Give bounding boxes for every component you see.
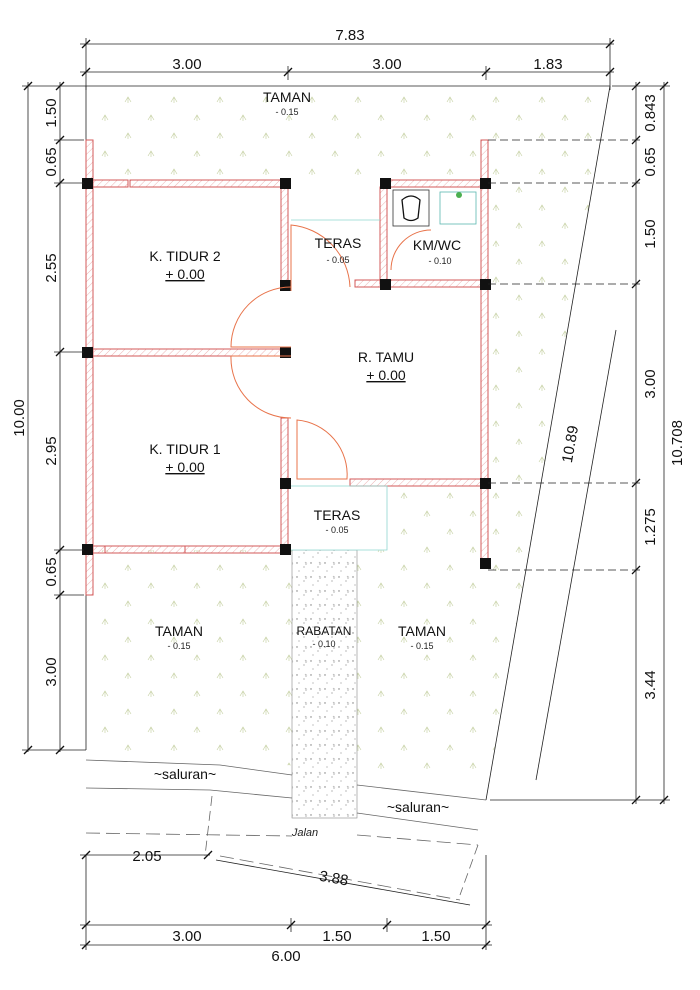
label-jalan: Jalan	[291, 827, 318, 839]
label-kmwc: KM/WC	[413, 237, 461, 253]
label-taman-right: TAMAN	[398, 623, 446, 639]
label-tamu: R. TAMU	[358, 349, 414, 365]
toilet-icon	[401, 195, 421, 222]
door-wc	[390, 229, 432, 271]
dim-right-d: 3.00	[642, 369, 659, 398]
dim-top-c: 1.83	[533, 56, 562, 73]
level-taman-top: - 0.15	[275, 107, 298, 117]
doors	[230, 224, 432, 480]
wall-wc-top	[386, 179, 482, 188]
wall-wc-left	[379, 186, 388, 285]
dim-diagonal: 10.89	[559, 424, 582, 464]
door-teras-top	[290, 224, 351, 291]
door-tidur1	[230, 355, 292, 419]
level-teras-bottom: - 0.05	[325, 525, 348, 535]
dim-left-b: 0.65	[43, 147, 60, 176]
dim-top-total: 7.83	[335, 27, 364, 44]
dimension-ticks	[23, 39, 669, 950]
wall-bottom-b	[184, 545, 286, 554]
dim-left-e: 0.65	[43, 557, 60, 586]
dim-bottom-c: 1.50	[421, 928, 450, 945]
dim-right-total: 10.708	[669, 420, 686, 466]
wc-fixtures	[392, 189, 477, 227]
dim-bottom-total: 6.00	[271, 948, 300, 965]
dim-road-diagonal: 3.88	[318, 868, 350, 890]
dim-road-left: 2.05	[132, 848, 161, 865]
dim-top-b: 3.00	[372, 56, 401, 73]
dimension-texts: 7.83 3.00 3.00 1.83 10.00 1.50 0.65 2.55…	[11, 27, 686, 965]
room-labels: TAMAN - 0.15 K. TIDUR 2 + 0.00 TERAS - 0…	[149, 89, 461, 839]
level-tidur2: + 0.00	[165, 266, 205, 282]
dim-right-e: 1.275	[642, 508, 659, 546]
columns	[82, 178, 491, 569]
dim-bottom-b: 1.50	[322, 928, 351, 945]
wall-right	[480, 139, 489, 566]
dim-bottom-a: 3.00	[172, 928, 201, 945]
label-taman-top: TAMAN	[263, 89, 311, 105]
road-lines	[85, 759, 487, 901]
level-kmwc: - 0.10	[428, 256, 451, 266]
wall-top-left	[92, 179, 129, 188]
label-rabatan: RABATAN	[297, 624, 352, 638]
dim-right-f: 3.44	[642, 670, 659, 699]
dim-right-c: 1.50	[642, 219, 659, 248]
label-tidur2: K. TIDUR 2	[149, 248, 221, 264]
dim-left-f: 3.00	[43, 657, 60, 686]
wall-bottom-a	[92, 545, 106, 554]
label-saluran-left: ~saluran~	[154, 766, 216, 782]
door-tidur2	[230, 286, 292, 348]
level-teras-top: - 0.05	[326, 255, 349, 265]
wall-inner-a	[280, 186, 289, 288]
level-taman-left: - 0.15	[167, 641, 190, 651]
door-tamu	[296, 419, 348, 480]
wall-left	[85, 139, 94, 596]
wall-tamu-bottom	[349, 478, 482, 487]
label-tidur1: K. TIDUR 1	[149, 441, 221, 457]
dim-left-a: 1.50	[43, 98, 60, 127]
window-top	[129, 179, 286, 188]
basin-icon	[439, 191, 477, 225]
dim-left-d: 2.95	[43, 436, 60, 465]
label-teras-bottom: TERAS	[314, 507, 361, 523]
label-saluran-right: ~saluran~	[387, 799, 449, 815]
window-bottom	[104, 545, 186, 554]
dim-top-a: 3.00	[172, 56, 201, 73]
dimension-lines	[22, 38, 670, 950]
wall-mid	[92, 348, 286, 357]
dim-left-c: 2.55	[43, 253, 60, 282]
level-rabatan: - 0.10	[312, 639, 335, 649]
wall-wc-bottom	[354, 279, 482, 288]
dim-right-b: 0.65	[642, 147, 659, 176]
teras-outline	[291, 219, 388, 551]
building-floor	[86, 183, 487, 550]
level-tidur1: + 0.00	[165, 459, 205, 475]
level-tamu: + 0.00	[366, 367, 406, 383]
rabatan-area	[291, 549, 358, 819]
level-taman-right: - 0.15	[410, 641, 433, 651]
label-teras-top: TERAS	[315, 235, 362, 251]
dim-right-a: 0.843	[642, 94, 659, 132]
dim-left-total: 10.00	[11, 399, 28, 437]
label-taman-left: TAMAN	[155, 623, 203, 639]
